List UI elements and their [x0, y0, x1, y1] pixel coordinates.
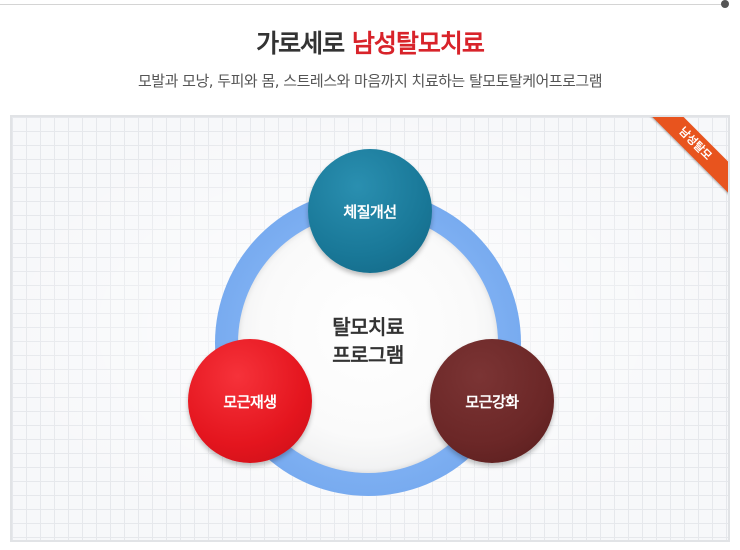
- title-plain: 가로세로: [256, 29, 345, 58]
- node-top-label: 체질개선: [343, 202, 397, 221]
- corner-ribbon: 남성탈모: [646, 117, 728, 199]
- center-label-line1: 탈모치료: [332, 315, 404, 339]
- node-left-label: 모근재생: [223, 392, 277, 411]
- page-title: 가로세로 남성탈모치료: [0, 24, 740, 60]
- diagram-panel: 남성탈모 탈모치료 프로그램 체질개선 모근재생 모근강화: [10, 115, 730, 542]
- title-accent: 남성탈모치료: [351, 29, 485, 58]
- node-hair-root-strengthening: 모근강화: [430, 339, 554, 463]
- ribbon-label: 남성탈모: [646, 117, 728, 198]
- divider-dot: [721, 0, 729, 8]
- center-label: 탈모치료 프로그램: [238, 313, 498, 369]
- center-label-line2: 프로그램: [332, 343, 404, 367]
- page-subtitle: 모발과 모낭, 두피와 몸, 스트레스와 마음까지 치료하는 탈모토탈케어프로그…: [137, 72, 603, 90]
- node-constitution-improvement: 체질개선: [308, 149, 432, 273]
- node-right-label: 모근강화: [465, 392, 519, 411]
- top-divider: [0, 4, 724, 5]
- node-hair-root-regeneration: 모근재생: [188, 339, 312, 463]
